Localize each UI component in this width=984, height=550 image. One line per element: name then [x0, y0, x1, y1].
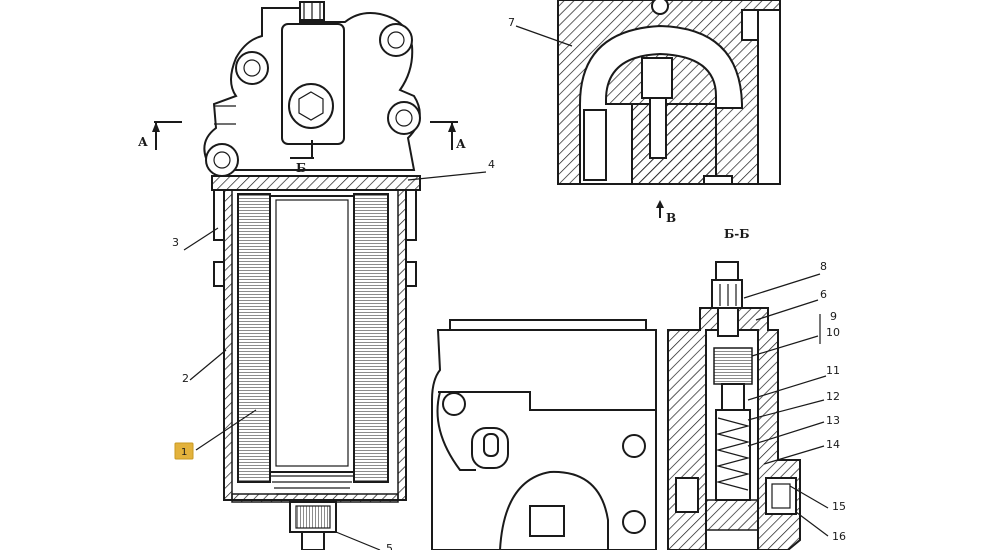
section-mark-a-right: А	[430, 121, 466, 151]
section-view-b	[557, 0, 781, 185]
leaders-right	[743, 273, 829, 537]
head-front-view	[431, 319, 657, 550]
callout-8: 8	[820, 260, 827, 273]
callout-1-highlight[interactable]: 1	[174, 442, 194, 460]
svg-text:Б: Б	[296, 161, 306, 175]
callout-10: 10	[826, 326, 840, 339]
valve-section-view	[667, 261, 801, 550]
filter-assembly	[203, 1, 421, 550]
callout-11: 11	[826, 364, 840, 377]
leaders-left	[183, 171, 487, 550]
callout-15: 15	[832, 500, 846, 513]
callout-6: 6	[820, 288, 827, 301]
svg-text:1: 1	[181, 447, 187, 458]
callout-16: 16	[832, 530, 846, 543]
svg-text:А: А	[138, 135, 148, 149]
section-mark-v: В	[656, 200, 676, 225]
callout-5: 5	[386, 542, 393, 550]
callout-3: 3	[172, 236, 179, 249]
section-mark-a-left: А	[138, 121, 182, 150]
svg-text:В: В	[666, 211, 676, 225]
callout-2: 2	[182, 372, 189, 385]
svg-text:А: А	[456, 137, 466, 151]
leader-7	[515, 25, 573, 47]
callout-12: 12	[826, 390, 840, 403]
callout-7: 7	[508, 16, 515, 29]
callout-4: 4	[488, 158, 495, 171]
section-mark-b: Б	[290, 140, 314, 175]
callout-13: 13	[826, 414, 840, 427]
section-title-bb: Б-Б	[724, 227, 750, 241]
callout-9: 9	[830, 310, 837, 323]
callout-14: 14	[826, 438, 840, 451]
